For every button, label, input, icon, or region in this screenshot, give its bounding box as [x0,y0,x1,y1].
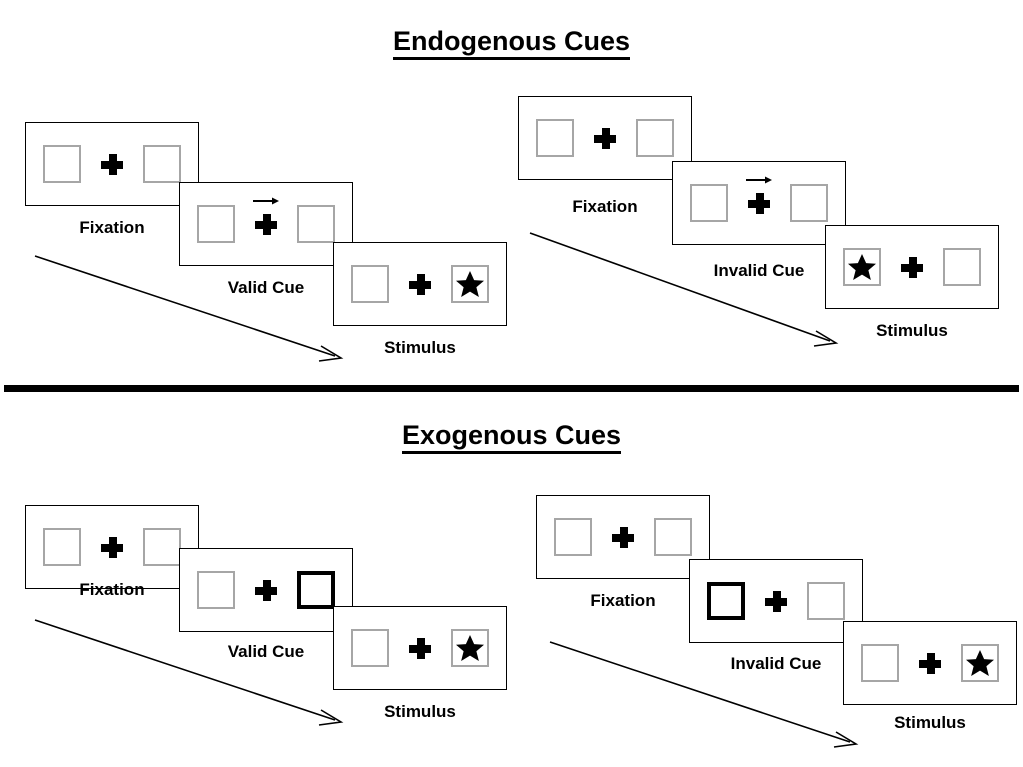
fixation-cross-icon [765,590,787,612]
panel-exo-invalid-fixation [536,495,710,579]
time-arrow-exo-invalid [549,641,859,748]
fixation-cross-icon [101,153,123,175]
caption-exo-invalid-fixation: Fixation [590,591,656,610]
left-box [197,205,235,243]
caption-endo-valid-fixation: Fixation [79,218,145,237]
caption-endo-invalid-fixation: Fixation [572,197,638,216]
right-box [143,528,181,566]
panel-content [351,265,489,303]
panel-exo-invalid-stimulus [843,621,1017,705]
right-box [807,582,845,620]
caption-exo-valid-cue: Valid Cue [227,642,305,661]
panel-endo-invalid-cue [672,161,846,245]
left-box-cued [707,582,745,620]
panel-exo-valid-stimulus [333,606,507,690]
panel-content [197,571,335,609]
left-box [43,528,81,566]
right-box [451,629,489,667]
panel-exo-invalid-cue [689,559,863,643]
fixation-cross-icon [746,176,772,214]
section-divider [4,385,1019,392]
right-box-cued [297,571,335,609]
time-arrow-endo-valid [34,255,344,362]
fixation-cross-icon [594,127,616,149]
star-target-icon [966,650,994,676]
left-box [351,629,389,667]
panel-endo-valid-cue [179,182,353,266]
left-box [690,184,728,222]
section-title-exogenous: Exogenous Cues [0,420,1023,454]
star-target-icon [456,271,484,297]
caption-endo-valid-stimulus: Stimulus [384,338,456,357]
panel-endo-valid-fixation [25,122,199,206]
right-box [790,184,828,222]
right-box [961,644,999,682]
fixation-cross-icon [409,273,431,295]
caption-exo-valid-fixation: Fixation [79,580,145,599]
fixation-cross-icon [101,536,123,558]
right-box [943,248,981,286]
section-title-exogenous-text: Exogenous Cues [401,420,622,454]
time-arrow-endo-invalid [529,232,839,347]
caption-endo-valid-cue: Valid Cue [227,278,305,297]
section-title-endogenous: Endogenous Cues [0,26,1023,60]
time-arrow-exo-valid [34,619,344,726]
caption-exo-invalid-cue: Invalid Cue [730,654,822,673]
panel-content [690,176,828,222]
panel-exo-valid-cue [179,548,353,632]
right-box [654,518,692,556]
caption-endo-invalid-cue: Invalid Cue [713,261,805,280]
arrow-right-cue-icon [746,176,772,184]
panel-endo-valid-stimulus [333,242,507,326]
arrow-right-cue-icon [253,197,279,205]
panel-content [43,145,181,183]
right-box [451,265,489,303]
fixation-cross-icon [901,256,923,278]
panel-content [707,582,845,620]
fixation-cross-icon [612,526,634,548]
right-box [297,205,335,243]
left-box [861,644,899,682]
right-box [143,145,181,183]
fixation-cross-icon [409,637,431,659]
caption-endo-invalid-stimulus: Stimulus [876,321,948,340]
fixation-cross-icon [919,652,941,674]
left-box [536,119,574,157]
panel-content [861,644,999,682]
caption-exo-invalid-stimulus: Stimulus [894,713,966,732]
left-box [554,518,592,556]
left-box [43,145,81,183]
panel-exo-valid-fixation [25,505,199,589]
panel-endo-invalid-stimulus [825,225,999,309]
panel-content [351,629,489,667]
section-title-endogenous-text: Endogenous Cues [392,26,630,60]
left-box [843,248,881,286]
caption-exo-valid-stimulus: Stimulus [384,702,456,721]
left-box [197,571,235,609]
panel-content [43,528,181,566]
fixation-cross-icon [253,197,279,235]
panel-content [536,119,674,157]
star-target-icon [848,254,876,280]
right-box [636,119,674,157]
panel-content [197,197,335,243]
fixation-cross-icon [255,579,277,601]
panel-content [843,248,981,286]
panel-endo-invalid-fixation [518,96,692,180]
left-box [351,265,389,303]
star-target-icon [456,635,484,661]
panel-content [554,518,692,556]
